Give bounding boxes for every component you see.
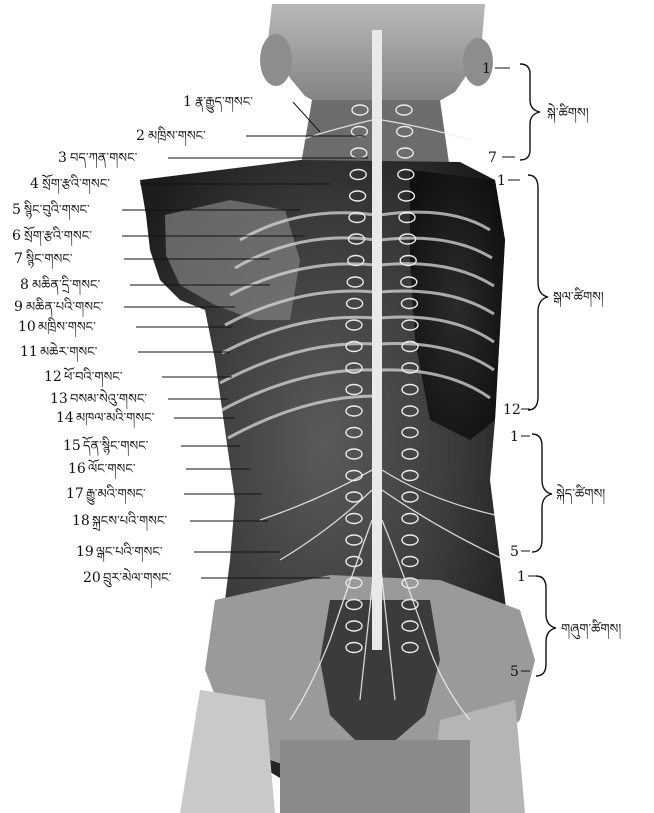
label-text: ལྒང་པའི་གསང་ — [96, 542, 163, 563]
label-number: 1 — [183, 94, 192, 110]
label-number: 9 — [14, 299, 23, 315]
label-number: 20 — [83, 570, 101, 586]
label-text: བད་ཀན་གསང་ — [70, 151, 138, 169]
left-leg — [180, 690, 275, 813]
label-text: སྲོག་རྩའི་གསང་ — [24, 225, 93, 247]
group-lumbar: 1 5 སྐེད་ཚིགས། — [510, 429, 605, 560]
label-number: 8 — [20, 277, 29, 293]
label-text: སྙིང་གསང་ — [26, 249, 73, 270]
label-text: སྙིང་བུའི་གསང་ — [24, 200, 90, 221]
group-sacral-bottom: 5 — [510, 664, 519, 680]
label-text: མཆེར་གསང་ — [40, 342, 98, 363]
label-text: མཆིན་དྲི་གསང་ — [32, 275, 100, 296]
label-number: 14 — [56, 410, 74, 426]
label-text: བྲུར་མེལ་གསང་ — [103, 568, 172, 589]
label-text: ལོང་གསང་ — [88, 458, 136, 480]
buttocks — [280, 740, 470, 813]
group-thoracic-name: སྒལ་ཚིགས། — [553, 287, 604, 308]
group-sacral-top: 1 — [517, 569, 526, 585]
label-number: 6 — [12, 228, 21, 244]
left-ear — [260, 34, 292, 86]
label-text: དོན་སྙིང་གསང་ — [82, 435, 149, 457]
label-number: 11 — [20, 344, 38, 360]
label-number: 3 — [58, 150, 67, 166]
group-lumbar-top: 1 — [510, 429, 519, 445]
body-illustration — [140, 4, 535, 813]
group-thoracic-top: 1 — [497, 173, 506, 189]
group-sacral-name: གཞུག་ཚིགས། — [561, 619, 621, 640]
label-number: 17 — [66, 486, 84, 502]
label-number: 15 — [63, 438, 81, 454]
label-number: 19 — [76, 544, 94, 560]
group-thoracic-bottom: 12 — [503, 402, 521, 418]
label-number: 16 — [68, 461, 86, 477]
label-number: 13 — [50, 391, 68, 407]
label-number: 18 — [72, 513, 90, 529]
label-text: སྐྲངས་པའི་གསང་ — [92, 511, 167, 532]
label-text: སྲོག་རྩའི་གསང་ — [42, 173, 111, 195]
group-cervical: 1 7 སྐེ་ཚིགས། — [482, 61, 589, 166]
group-lumbar-bottom: 5 — [510, 544, 519, 560]
label-text: མཁལ་མའི་གསང་ — [76, 408, 155, 429]
organ-label-12: 12ཕོ་བའི་གསང་ — [44, 366, 232, 388]
label-text: མཆིན་པའི་གསང་ — [26, 297, 103, 318]
label-text: ཕོ་བའི་གསང་ — [63, 366, 122, 388]
group-lumbar-name: སྐེད་ཚིགས། — [556, 484, 605, 505]
label-number: 4 — [30, 176, 39, 192]
label-text: མཁྲིས་གསང་ — [38, 317, 96, 338]
group-cervical-bottom: 7 — [488, 150, 497, 166]
label-number: 2 — [136, 128, 145, 144]
label-text: རྣ་རྒྱུད་གསང་ — [195, 95, 253, 113]
label-number: 7 — [14, 251, 23, 267]
label-number: 12 — [44, 369, 62, 385]
label-number: 10 — [18, 319, 36, 335]
label-text: མཁྲིས་གསང་ — [148, 126, 206, 147]
label-text: བསམ་སེའུ་གསང་ — [70, 389, 147, 410]
group-thoracic: 1 12 སྒལ་ཚིགས། — [497, 173, 604, 418]
label-text: རྒྱུ་མའི་གསང་ — [86, 484, 146, 505]
spinal-cord — [372, 30, 382, 650]
group-cervical-top: 1 — [482, 61, 491, 77]
group-cervical-name: སྐེ་ཚིགས། — [547, 103, 589, 124]
label-number: 5 — [12, 202, 21, 218]
